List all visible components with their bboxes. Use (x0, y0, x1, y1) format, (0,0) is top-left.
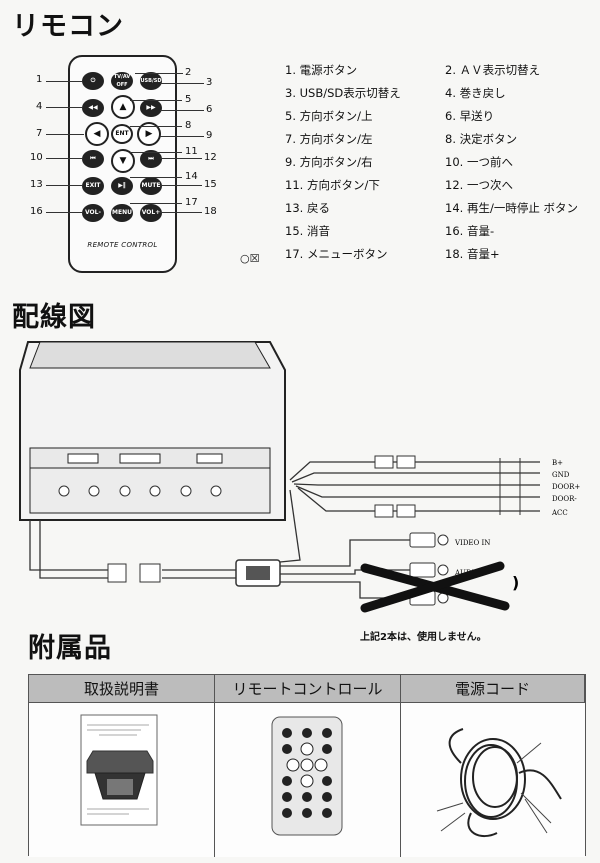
callout-3: 3 (206, 77, 213, 88)
legend-item: 16. 音量- (445, 224, 495, 238)
callout-11: 11 (185, 146, 198, 157)
door-minus-label: DOOR- (552, 495, 577, 503)
manual-image (80, 714, 158, 826)
unused-cable-note: 上記2本は、使用しません。 (360, 632, 487, 643)
callout-13: 13 (30, 179, 43, 190)
callout-14: 14 (185, 171, 198, 182)
wiring-heading: 配線図 (12, 302, 96, 333)
monitor-slot-1 (67, 453, 99, 464)
accessories-heading: 附属品 (28, 633, 112, 664)
wire-ticks (499, 458, 521, 515)
door-plus-label: DOOR+ (552, 483, 580, 491)
wiring-diagram: B+ GND DOOR+ DOOR- ACC VIDEO IN AUDIO ) (19, 341, 580, 613)
monitor-switch (196, 453, 223, 464)
power-wires (289, 461, 540, 512)
main-harness (29, 489, 301, 579)
legend-item: 11. 方向ボタン/下 (285, 178, 380, 192)
remote-header: リモートコントロール (215, 675, 401, 703)
menu-button: MENU (111, 204, 133, 222)
remote-cell (215, 703, 401, 857)
power-connectors (374, 455, 416, 518)
b-plus-label: B+ (552, 459, 563, 467)
legend-item: 1. 電源ボタン (285, 63, 358, 77)
bracket-mark: ) (512, 573, 519, 592)
gnd-label: GND (552, 471, 570, 479)
panel-buttons (58, 485, 222, 497)
harness-connector-b (139, 563, 161, 583)
callout-6: 6 (206, 104, 213, 115)
callout-5: 5 (185, 94, 192, 105)
remote-control-diagram: ⏻ TV/AV OFF USB/SD ◀◀ ▲ ▶▶ ◀ ENT ▶ ⏮ ▼ ⏭… (68, 55, 177, 273)
harness-connector-a (107, 563, 127, 583)
av-cables (280, 539, 410, 599)
callout-9: 9 (206, 130, 213, 141)
callout-2: 2 (185, 67, 192, 78)
callout-17: 17 (185, 197, 198, 208)
down-arrow-icon: ▼ (111, 149, 135, 173)
power-cord-header: 電源コード (401, 675, 585, 703)
left-arrow-icon: ◀ (85, 122, 109, 146)
legend-item: 8. 決定ボタン (445, 132, 518, 146)
tv-av-button: TV/AV OFF (111, 72, 133, 90)
callout-8: 8 (185, 120, 192, 131)
legend-item: 12. 一つ次へ (445, 178, 513, 192)
checkbox-marks: ○☒ (240, 252, 260, 265)
power-button: ⏻ (82, 72, 104, 90)
monitor-top (29, 341, 271, 369)
legend-item: 10. 一つ前へ (445, 155, 513, 169)
power-cord-photo (436, 728, 562, 838)
legend-item: 4. 巻き戻し (445, 86, 506, 100)
legend-item: 3. USB/SD表示切替え (285, 86, 401, 100)
legend-item: 15. 消音 (285, 224, 330, 238)
legend-item: 13. 戻る (285, 201, 330, 215)
power-cord-cell (401, 703, 585, 857)
rewind-button: ◀◀ (82, 99, 104, 117)
up-arrow-icon: ▲ (111, 95, 135, 119)
usb-sd-button: USB/SD (140, 72, 162, 90)
vol-minus-button: VOL- (82, 204, 104, 222)
play-pause-button: ▶‖ (111, 177, 133, 195)
forward-button: ▶▶ (140, 99, 162, 117)
legend-item: 2. ＡＶ表示切替え (445, 63, 541, 77)
legend-item: 18. 音量+ (445, 247, 500, 261)
remote-label: REMOTE CONTROL (87, 241, 158, 249)
mute-button: MUTE (140, 177, 162, 195)
ent-button: ENT (111, 124, 133, 144)
legend-item: 6. 早送り (445, 109, 495, 123)
callout-18: 18 (204, 206, 217, 217)
manual-cell (29, 703, 215, 857)
cross-out-mark (360, 561, 510, 613)
remote-heading: リモコン (12, 11, 124, 42)
callout-7: 7 (36, 128, 43, 139)
callout-4: 4 (36, 101, 43, 112)
callout-10: 10 (30, 152, 43, 163)
exit-button: EXIT (82, 177, 104, 195)
next-button: ⏭ (140, 150, 162, 168)
callout-15: 15 (204, 179, 217, 190)
prev-button: ⏮ (82, 150, 104, 168)
harness-plug-pins (246, 566, 270, 580)
remote-photo (271, 716, 343, 836)
legend-item: 9. 方向ボタン/右 (285, 155, 373, 169)
callout-16: 16 (30, 206, 43, 217)
callout-1: 1 (36, 74, 43, 85)
acc-label: ACC (551, 509, 568, 517)
legend-item: 5. 方向ボタン/上 (285, 109, 373, 123)
vol-plus-button: VOL+ (140, 204, 162, 222)
monitor-slot-2 (119, 453, 161, 464)
accessories-table: 取扱説明書 リモートコントロール 電源コード (28, 674, 586, 857)
video-in-label: VIDEO IN (454, 539, 490, 547)
manual-header: 取扱説明書 (29, 675, 215, 703)
legend-item: 17. メニューボタン (285, 247, 388, 261)
legend-item: 14. 再生/一時停止 ボタン (445, 201, 578, 215)
callout-12: 12 (204, 152, 217, 163)
legend-item: 7. 方向ボタン/左 (285, 132, 373, 146)
